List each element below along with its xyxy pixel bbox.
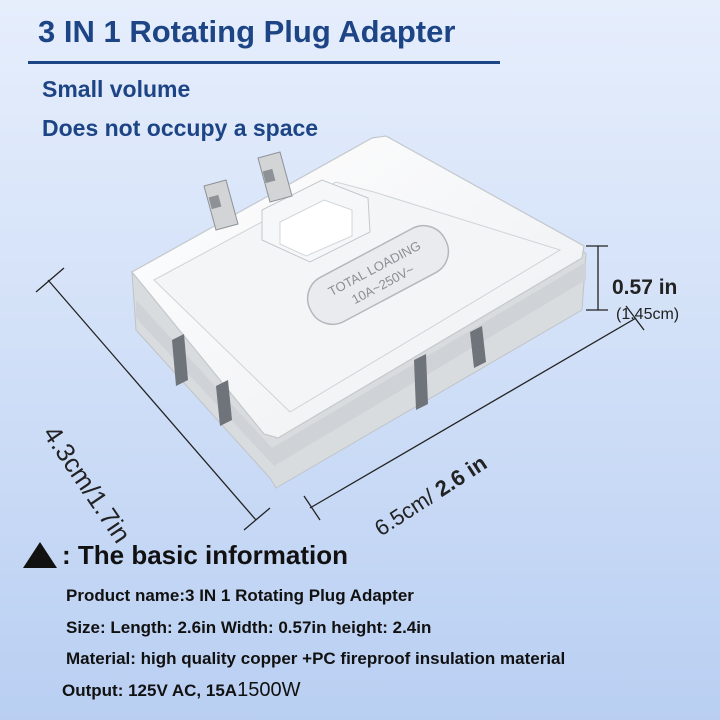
info-output: Output: 125V AC, 15A1500W bbox=[62, 679, 300, 702]
tagline-small-volume: Small volume bbox=[42, 76, 191, 102]
height-dimension-in: 0.57 in bbox=[612, 276, 678, 299]
outlet-slot bbox=[470, 326, 486, 368]
outlet-slot bbox=[414, 354, 428, 410]
info-output-prefix: Output: 125V AC, 15A bbox=[62, 681, 238, 700]
title-underline bbox=[28, 61, 500, 64]
dimension-lines bbox=[35, 245, 645, 531]
height-dimension-cm: (1.45cm) bbox=[616, 306, 680, 323]
info-product-name: Product name:3 IN 1 Rotating Plug Adapte… bbox=[66, 586, 414, 605]
outlet-slot bbox=[172, 334, 188, 386]
info-size: Size: Length: 2.6in Width: 0.57in height… bbox=[66, 618, 432, 637]
info-heading: : The basic information bbox=[62, 540, 349, 570]
info-output-watt: 1500W bbox=[237, 679, 301, 701]
outlet-slot bbox=[216, 380, 232, 426]
info-material: Material: high quality copper +PC firepr… bbox=[66, 649, 566, 668]
prong-left bbox=[203, 179, 239, 231]
page-title: 3 IN 1 Rotating Plug Adapter bbox=[38, 14, 456, 49]
tagline-space: Does not occupy a space bbox=[42, 115, 319, 141]
prong-right bbox=[257, 151, 293, 203]
adapter-illustration: TOTAL LOADING 10A~250V~ bbox=[35, 135, 645, 531]
warning-triangle-icon bbox=[23, 542, 57, 568]
